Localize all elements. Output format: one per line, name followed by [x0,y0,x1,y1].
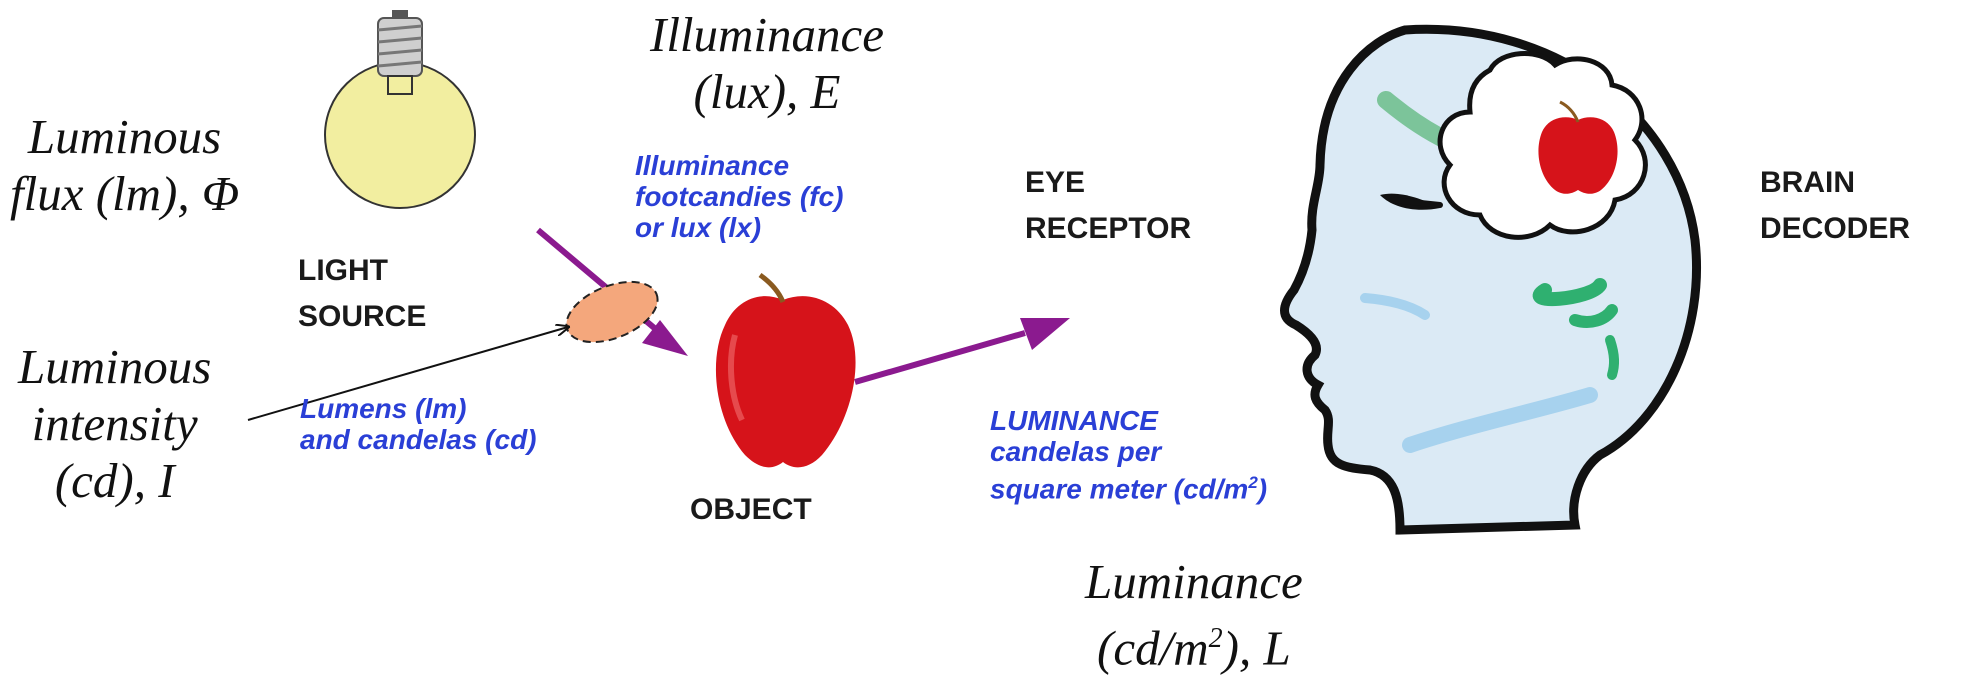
thought-apple-icon [1538,100,1618,194]
lumens-units-line-2: and candelas (cd) [300,424,537,455]
luminance-title-superscript: 2 [1208,623,1223,654]
lumens-units-line-1: Lumens (lm) [300,393,467,424]
luminance-units-superscript: 2 [1248,473,1258,492]
light-source-line-2: SOURCE [298,300,427,333]
illuminance-title-label: Illuminance (lux), E [650,6,884,120]
brain-decoder-line-1: BRAIN [1760,166,1855,199]
reflected-ray-arrow [854,318,1070,385]
luminous-intensity-line-1: Luminous [18,339,212,394]
apple-icon [715,272,856,468]
luminance-units-line-2: candelas per [990,436,1162,467]
illuminance-title-line-2: (lux), E [693,64,841,119]
luminous-flux-line-2: flux (lm), Φ [10,166,240,221]
luminance-units-line-1: LUMINANCE [990,405,1158,436]
luminous-intensity-label: Luminous intensity (cd), I [18,338,211,509]
luminance-title-label: Luminance (cd/m2), L [1085,553,1303,676]
luminance-units-close: ) [1257,473,1268,505]
luminous-flux-label: Luminous flux (lm), Φ [10,108,239,222]
illuminance-title-line-1: Illuminance [650,7,885,62]
eye-receptor-line-2: RECEPTOR [1025,212,1192,245]
intensity-pointer-arrow [247,327,568,421]
luminance-title-symbol: ), L [1222,620,1291,676]
luminous-intensity-line-2: intensity [31,396,198,451]
object-label: OBJECT [690,493,812,526]
eye-receptor-label: EYE RECEPTOR [1025,160,1191,252]
illuminance-units-line-1: Illuminance [635,150,790,181]
luminous-flux-line-1: Luminous [27,109,222,164]
eye-receptor-line-1: EYE [1025,166,1086,199]
illuminance-units-line-3: or lux (lx) [635,212,762,243]
illuminance-units-label: Illuminance footcandies (fc) or lux (lx) [635,150,843,243]
luminance-title-unit: (cd/m [1097,620,1209,676]
light-source-line-1: LIGHT [298,254,388,287]
illuminance-units-line-2: footcandies (fc) [635,181,844,212]
luminance-units-line-3: square meter (cd/m2) [990,467,1267,504]
light-bulb-icon [324,10,476,209]
luminance-title-line-2: (cd/m2), L [1085,610,1303,676]
light-source-label: LIGHT SOURCE [298,248,426,340]
luminance-units-label: LUMINANCE candelas per square meter (cd/… [990,405,1267,504]
brain-decoder-label: BRAIN DECODER [1760,160,1910,252]
luminance-title-line-1: Luminance [1085,554,1303,609]
luminous-intensity-line-3: (cd), I [54,453,175,508]
brain-decoder-line-2: DECODER [1760,212,1911,245]
lumens-units-label: Lumens (lm) and candelas (cd) [300,393,537,455]
luminance-units-unit: square meter (cd/m [990,473,1249,505]
